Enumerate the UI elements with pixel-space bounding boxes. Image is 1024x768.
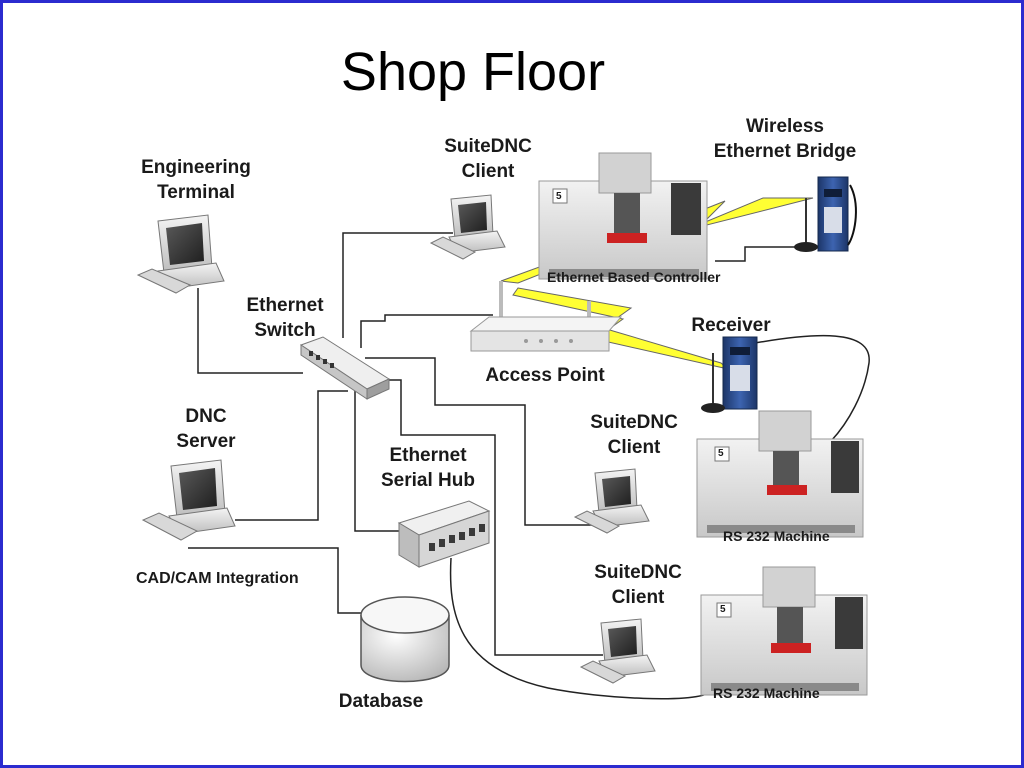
cable-receiver-rs232-mid [754, 334, 870, 442]
suitednc-client-bottom-computer [579, 618, 656, 684]
suitednc-client-top-computer [429, 194, 506, 260]
label-ethernet-serial-hub-line2: Serial Hub [381, 470, 475, 491]
label-ethernet-switch-line2: Switch [254, 320, 316, 341]
label-ethernet-serial-hub: Ethernet Serial Hub [363, 443, 493, 493]
ethernet-controller-machine [538, 152, 708, 280]
cable-switch-dnc-server [235, 390, 348, 521]
cable-controller-bridge [715, 246, 809, 262]
label-wireless-bridge: Wireless Ethernet Bridge [695, 114, 875, 164]
machine-badge-1: 5 [556, 191, 562, 202]
label-access-point: Access Point [485, 365, 605, 386]
network-cables [188, 232, 870, 700]
label-ethernet-serial-hub-line1: Ethernet [389, 445, 467, 466]
cable-dnc-database [188, 547, 365, 614]
label-rs232-machine-1: RS 232 Machine [723, 528, 830, 544]
suitednc-client-mid-computer [573, 468, 650, 534]
machine-badge-2: 5 [718, 448, 724, 459]
wireless-bridge-device [794, 176, 857, 252]
label-ethernet-switch: Ethernet Switch [225, 293, 345, 343]
label-receiver: Receiver [691, 315, 771, 336]
rs232-machine-2 [700, 566, 868, 696]
label-suitednc-client-top-line1: SuiteDNC [444, 136, 532, 157]
network-diagram [136, 152, 870, 700]
engineering-terminal-computer [136, 214, 225, 294]
page-title: Shop Floor [340, 42, 606, 102]
cable-switch-client-top [342, 232, 453, 338]
label-engineering-terminal: Engineering Terminal [131, 155, 261, 205]
cable-engineering-switch [197, 288, 303, 374]
label-cad-cam: CAD/CAM Integration [136, 570, 299, 587]
label-engineering-terminal-line2: Terminal [157, 182, 235, 203]
label-suitednc-client-top: SuiteDNC Client [423, 134, 553, 184]
ethernet-serial-hub-device [397, 500, 491, 568]
label-suitednc-client-mid-line2: Client [607, 437, 661, 458]
label-suitednc-client-mid: SuiteDNC Client [569, 410, 699, 460]
label-ethernet-switch-line1: Ethernet [246, 295, 324, 316]
database-cylinder [360, 596, 450, 683]
label-suitednc-client-top-line2: Client [461, 161, 515, 182]
access-point-device [469, 281, 623, 352]
cable-switch-client-bottom [383, 379, 603, 656]
label-suitednc-client-bottom-line2: Client [611, 587, 665, 608]
receiver-device [701, 336, 758, 413]
label-suitednc-client-bottom-line1: SuiteDNC [594, 562, 682, 583]
label-database: Database [338, 691, 424, 712]
label-ethernet-controller: Ethernet Based Controller [547, 269, 721, 285]
label-dnc-server-line1: DNC [185, 406, 227, 427]
label-engineering-terminal-line1: Engineering [141, 157, 251, 178]
cable-switch-access-point [360, 314, 493, 348]
label-wireless-bridge-line2: Ethernet Bridge [713, 141, 857, 162]
ethernet-switch-device [299, 336, 391, 400]
label-dnc-server: DNC Server [151, 404, 261, 454]
label-wireless-bridge-line1: Wireless [746, 116, 824, 137]
cable-switch-client-mid [365, 357, 593, 526]
label-rs232-machine-2: RS 232 Machine [713, 685, 820, 701]
rs232-machine-1 [696, 410, 864, 538]
machine-badge-3: 5 [720, 604, 726, 615]
label-suitednc-client-bottom: SuiteDNC Client [573, 560, 703, 610]
cable-hub-rs232-bottom [449, 557, 709, 700]
label-dnc-server-line2: Server [176, 431, 236, 452]
label-suitednc-client-mid-line1: SuiteDNC [590, 412, 678, 433]
dnc-server-computer [141, 459, 236, 541]
